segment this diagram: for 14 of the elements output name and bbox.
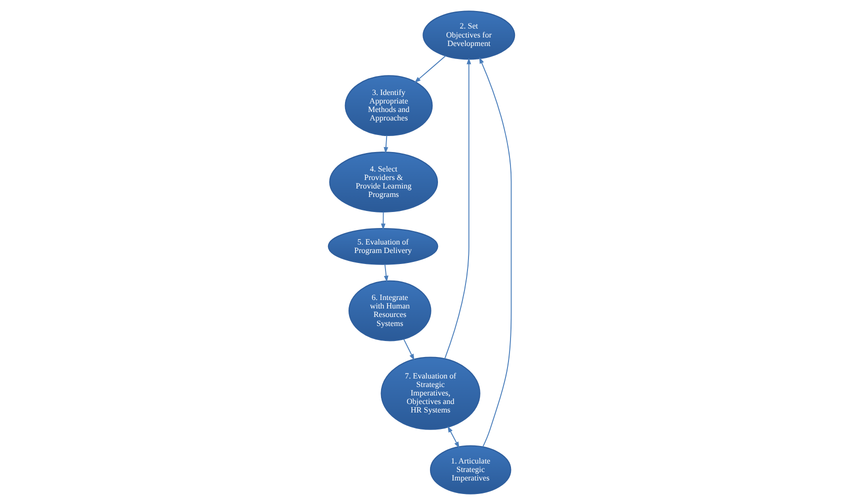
arrow — [383, 134, 388, 153]
arrow — [444, 57, 471, 359]
node-ellipse: 1. Articulate Strategic Imperatives — [429, 444, 511, 494]
node-ellipse: 4. Select Providers & Provide Learning Programs — [328, 151, 438, 212]
node-ellipse: 5. Evaluation of Program Delivery — [327, 227, 438, 264]
arrow — [380, 211, 385, 230]
arrow — [414, 54, 446, 82]
node-ellipse: 7. Evaluation of Strategic Imperatives, Objectives and HR Systems — [380, 356, 480, 430]
node-ellipse: 6. Integrate with Human Resources Systems — [348, 280, 431, 341]
arrow — [447, 425, 459, 448]
arrow — [402, 338, 414, 360]
arrow — [383, 263, 388, 282]
arrow — [478, 56, 512, 447]
node-ellipse: 2. Set Objectives for Development — [422, 10, 515, 60]
